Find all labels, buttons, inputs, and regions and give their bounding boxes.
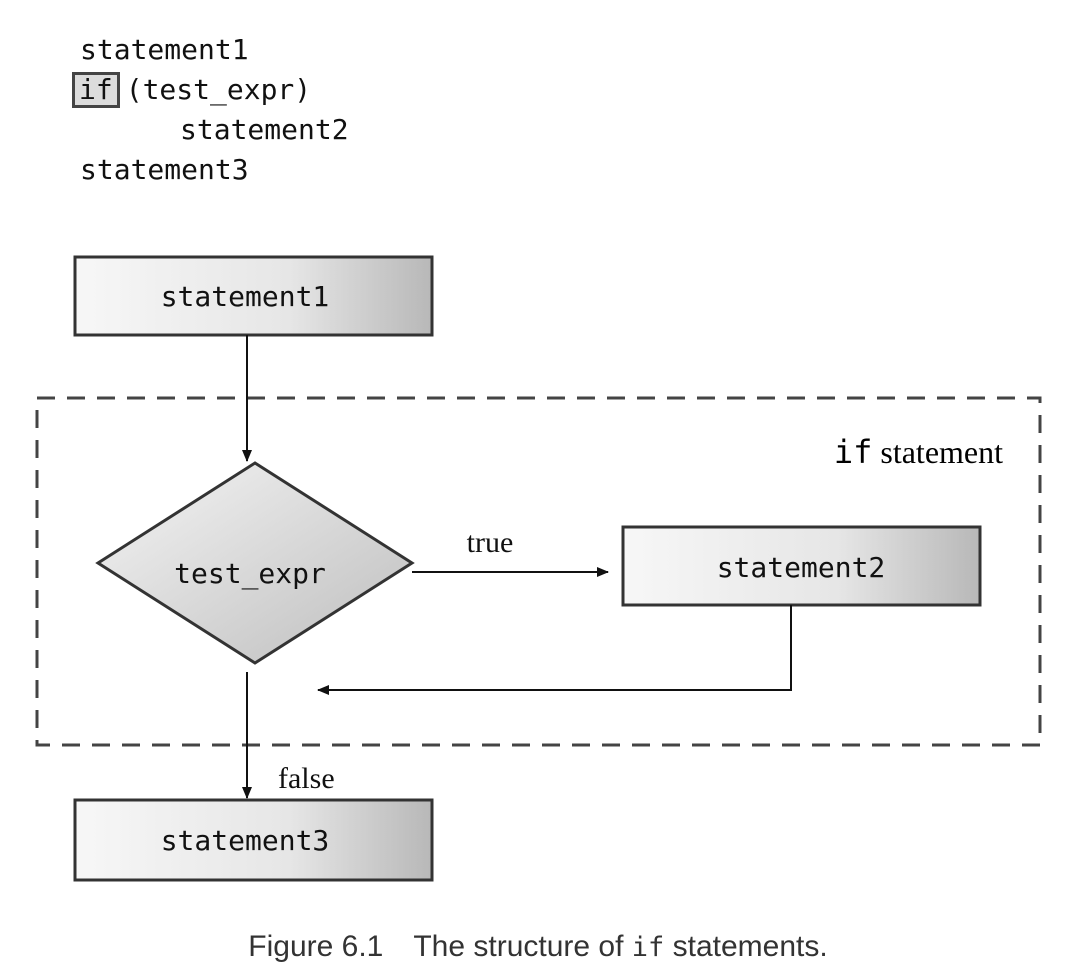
decision-label: test_expr: [174, 557, 326, 591]
if-statement-region: [35, 396, 1042, 747]
code-line-statement1: statement1: [80, 33, 249, 66]
statement1-box: [73, 255, 434, 337]
figure-caption: Figure 6.1 The structure of if statements…: [0, 930, 1076, 964]
if-condition: (test_expr): [125, 73, 312, 106]
false-label: false: [278, 762, 335, 795]
statement2-box-label: statement2: [717, 551, 886, 584]
return-path: [317, 605, 792, 695]
statement2-box: [621, 525, 982, 607]
if-keyword-highlight: if: [72, 72, 120, 108]
caption-code: if: [631, 932, 665, 963]
caption-text-before: The structure of: [413, 930, 624, 963]
test-expr-decision: [95, 461, 415, 665]
code-snippet: statement1 if(test_expr) statement2 stat…: [72, 30, 349, 190]
caption-text-after: statements.: [672, 930, 828, 963]
statement1-box-label: statement1: [161, 280, 330, 313]
code-line-statement3: statement3: [80, 153, 249, 186]
statement3-box-label: statement3: [161, 824, 330, 857]
code-line-if: if(test_expr): [72, 70, 349, 110]
figure-number: Figure 6.1: [248, 930, 384, 963]
statement3-box: [73, 798, 434, 882]
code-line-statement2: statement2: [180, 113, 349, 146]
true-label: true: [467, 526, 514, 559]
